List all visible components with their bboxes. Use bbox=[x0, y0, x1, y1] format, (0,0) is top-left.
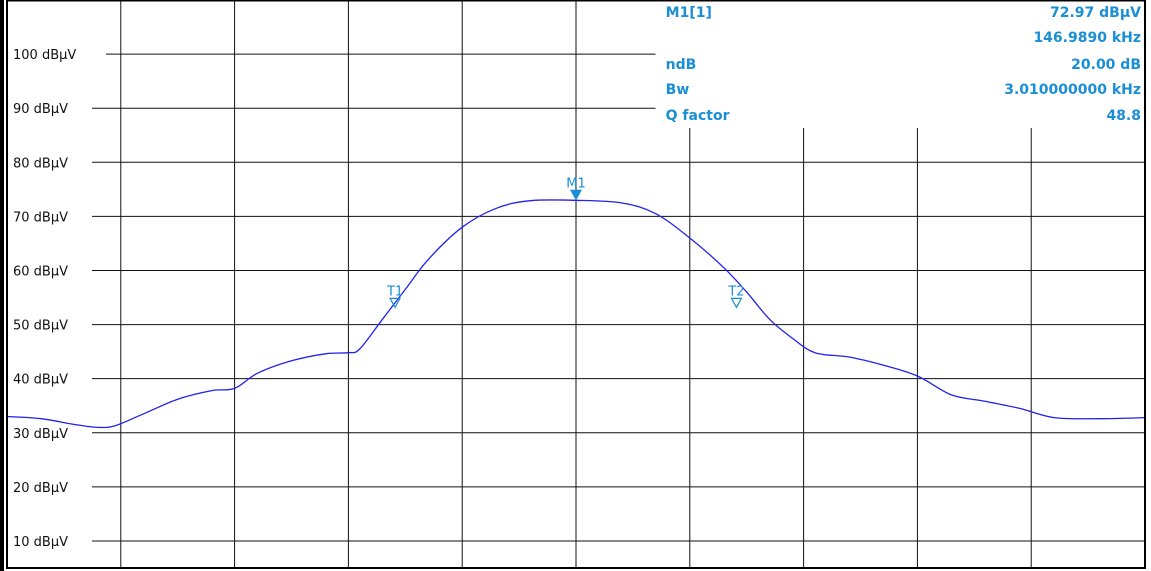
marker-info-label: M1[1] bbox=[666, 5, 712, 21]
marker-label: T2 bbox=[727, 284, 744, 299]
marker-info-value: 72.97 dBµV bbox=[1050, 5, 1141, 21]
y-tick-label: 100 dBµV bbox=[13, 48, 76, 63]
y-tick-label: 60 dBµV bbox=[13, 264, 68, 279]
marker-info-value: 20.00 dB bbox=[1071, 57, 1141, 73]
marker-m1: M1 bbox=[566, 176, 586, 201]
marker-label: M1 bbox=[566, 176, 586, 191]
y-tick-label: 30 dBµV bbox=[13, 427, 68, 442]
marker-info-label: ndB bbox=[666, 57, 697, 73]
y-tick-label: 10 dBµV bbox=[13, 535, 68, 550]
marker-info-table: M1[1] 72.97 dBµV 146.9890 kHz ndB 20.00 dB Bw… bbox=[666, 5, 1141, 124]
y-tick-label: 90 dBµV bbox=[13, 102, 68, 117]
marker-triangle-icon bbox=[730, 297, 743, 309]
horizontal-grid bbox=[92, 53, 1145, 542]
marker-t1: T1 bbox=[386, 284, 403, 309]
y-tick-label: 80 dBµV bbox=[13, 156, 68, 171]
y-tick-label: 70 dBµV bbox=[13, 210, 68, 225]
marker-triangle-icon bbox=[389, 297, 402, 309]
marker-info-label: Bw bbox=[666, 82, 690, 98]
marker-t2: T2 bbox=[727, 284, 745, 309]
plot-frame bbox=[6, 0, 1146, 569]
y-tick-label: 40 dBµV bbox=[13, 373, 68, 388]
marker-triangle-icon bbox=[569, 189, 583, 201]
y-tick-labels: 10 dBµV 20 dBµV 30 dBµV 40 dBµV 50 dBµV 60 dB… bbox=[13, 48, 76, 550]
marker-info-value: 146.9890 kHz bbox=[1033, 30, 1141, 46]
trace-line bbox=[6, 199, 1146, 429]
marker-info-label: Q factor bbox=[666, 108, 730, 124]
y-tick-label: 50 dBµV bbox=[13, 319, 68, 334]
vertical-grid bbox=[120, 0, 1032, 568]
marker-info-value: 3.010000000 kHz bbox=[1004, 82, 1141, 98]
marker-label: T1 bbox=[386, 284, 403, 299]
marker-info-panel bbox=[655, 0, 1145, 128]
y-tick-label: 20 dBµV bbox=[13, 481, 68, 496]
marker-info-value: 48.8 bbox=[1106, 108, 1141, 124]
